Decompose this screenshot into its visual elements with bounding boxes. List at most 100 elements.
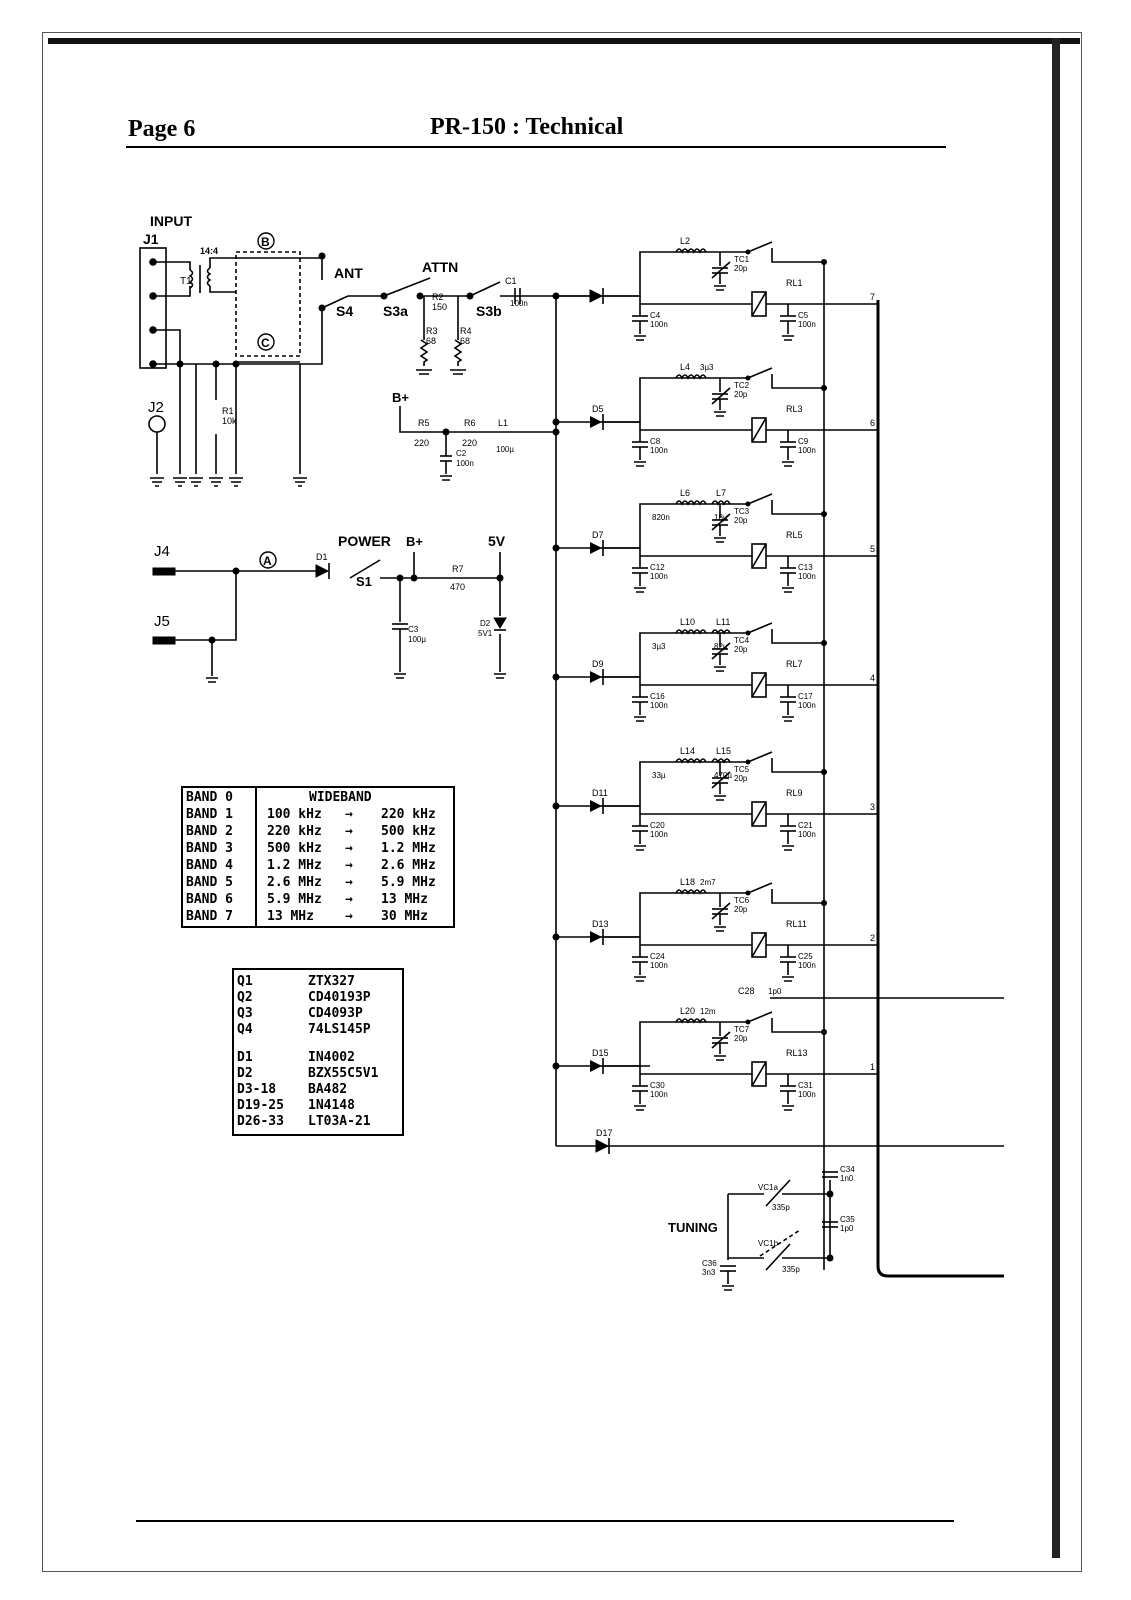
parts-row: D2 BZX55C5V1 xyxy=(234,1066,402,1082)
trimmer-value: 20p xyxy=(734,905,748,914)
band-arrow: → xyxy=(345,892,353,907)
bplus-label: B+ xyxy=(392,390,409,405)
relay-label: RL13 xyxy=(786,1048,808,1058)
attn-label: ATTN xyxy=(422,259,458,275)
line-number: 1 xyxy=(870,1062,875,1072)
part-ref: D2 xyxy=(237,1066,253,1081)
trimmer-value: 20p xyxy=(734,264,748,273)
c1-value: 100n xyxy=(510,299,528,308)
trimmer-label: TC7 xyxy=(734,1025,750,1034)
diode-symbol xyxy=(590,416,602,428)
coil-value: 33µ xyxy=(652,771,666,780)
vc1b-label: VC1b xyxy=(758,1239,779,1248)
cap-b-label: C5 xyxy=(798,311,809,320)
band-name: BAND 5 xyxy=(186,875,233,890)
band-from: 2.6 MHz xyxy=(267,875,322,890)
band-to: 13 MHz xyxy=(381,892,428,907)
j1-label: J1 xyxy=(143,231,159,247)
band-arrow: → xyxy=(345,875,353,890)
l1-label: L1 xyxy=(498,418,508,428)
cap-b-value: 100n xyxy=(798,1090,816,1099)
cap-b-label: C25 xyxy=(798,952,813,961)
r1-label: R1 xyxy=(222,406,234,416)
trimmer-value: 20p xyxy=(734,516,748,525)
diode-symbol xyxy=(590,1060,602,1072)
cap-b-value: 100n xyxy=(798,320,816,329)
r3-value: 68 xyxy=(426,336,436,346)
band-from: 500 kHz xyxy=(267,841,322,856)
line-number: 7 xyxy=(870,292,875,302)
s3b-label: S3b xyxy=(476,303,502,319)
part-value: LT03A-21 xyxy=(308,1114,371,1129)
s4-label: S4 xyxy=(336,303,353,319)
coil2-value: 18µ xyxy=(714,513,728,522)
footer-rule xyxy=(136,1520,954,1522)
d17-label: D17 xyxy=(596,1128,613,1138)
band-arrow: → xyxy=(345,841,353,856)
band-arrow: → xyxy=(345,807,353,822)
diode-symbol xyxy=(590,542,602,554)
bplus-label-2: B+ xyxy=(406,534,423,549)
coil-label: L18 xyxy=(680,877,695,887)
coil-label: L14 xyxy=(680,746,695,756)
parts-row: D26-33 LT03A-21 xyxy=(234,1114,402,1130)
r6-value: 220 xyxy=(462,438,477,448)
band-from: 100 kHz xyxy=(267,807,322,822)
page-number: Page 6 xyxy=(128,116,196,142)
diode-d3-symbol xyxy=(589,289,604,303)
cap-a-value: 100n xyxy=(650,320,668,329)
part-ref: D26-33 xyxy=(237,1114,284,1129)
vc1a-label: VC1a xyxy=(758,1183,779,1192)
part-ref: D3-18 xyxy=(237,1082,277,1097)
diode-label: D5 xyxy=(592,404,604,414)
cap-a-label: C24 xyxy=(650,952,665,961)
relay-label: RL5 xyxy=(786,530,803,540)
vc1a-value: 335p xyxy=(772,1203,790,1212)
c-marker: C xyxy=(261,336,270,350)
part-ref: Q1 xyxy=(237,974,253,989)
band-name: BAND 3 xyxy=(186,841,233,856)
c1-label: C1 xyxy=(505,276,517,286)
j4-label: J4 xyxy=(154,543,170,560)
cap-a-value: 100n xyxy=(650,961,668,970)
trimmer-label: TC5 xyxy=(734,765,750,774)
band-row: BAND 0 WIDEBAND xyxy=(183,790,453,807)
d2-label: D2 xyxy=(480,619,491,628)
trimmer-label: TC3 xyxy=(734,507,750,516)
band-from: 220 kHz xyxy=(267,824,322,839)
scan-border-top xyxy=(48,38,1080,44)
band-from: 5.9 MHz xyxy=(267,892,322,907)
cap-a-label: C8 xyxy=(650,437,661,446)
r2-value: 150 xyxy=(432,302,447,312)
coil2-value: 470µ xyxy=(714,771,732,780)
header-rule xyxy=(126,146,946,148)
ground-row-1 xyxy=(150,477,307,487)
cap-b-value: 100n xyxy=(798,830,816,839)
part-value: BZX55C5V1 xyxy=(308,1066,379,1081)
relay-label: RL7 xyxy=(786,659,803,669)
part-value: ZTX327 xyxy=(308,974,355,989)
band-name: BAND 2 xyxy=(186,824,233,839)
band-name: BAND 1 xyxy=(186,807,233,822)
ratio-label: 14:4 xyxy=(200,246,218,256)
band-to: 500 kHz xyxy=(381,824,436,839)
r4-label: R4 xyxy=(460,326,472,336)
cap-a-label: C4 xyxy=(650,311,661,320)
band-arrow: → xyxy=(345,858,353,873)
c3-value: 100µ xyxy=(408,635,426,644)
band-wideband: WIDEBAND xyxy=(309,790,372,805)
coil2-label: L15 xyxy=(716,746,731,756)
band-name: BAND 0 xyxy=(186,790,233,805)
part-value: CD4093P xyxy=(308,1006,363,1021)
trimmer-label: TC2 xyxy=(734,381,750,390)
